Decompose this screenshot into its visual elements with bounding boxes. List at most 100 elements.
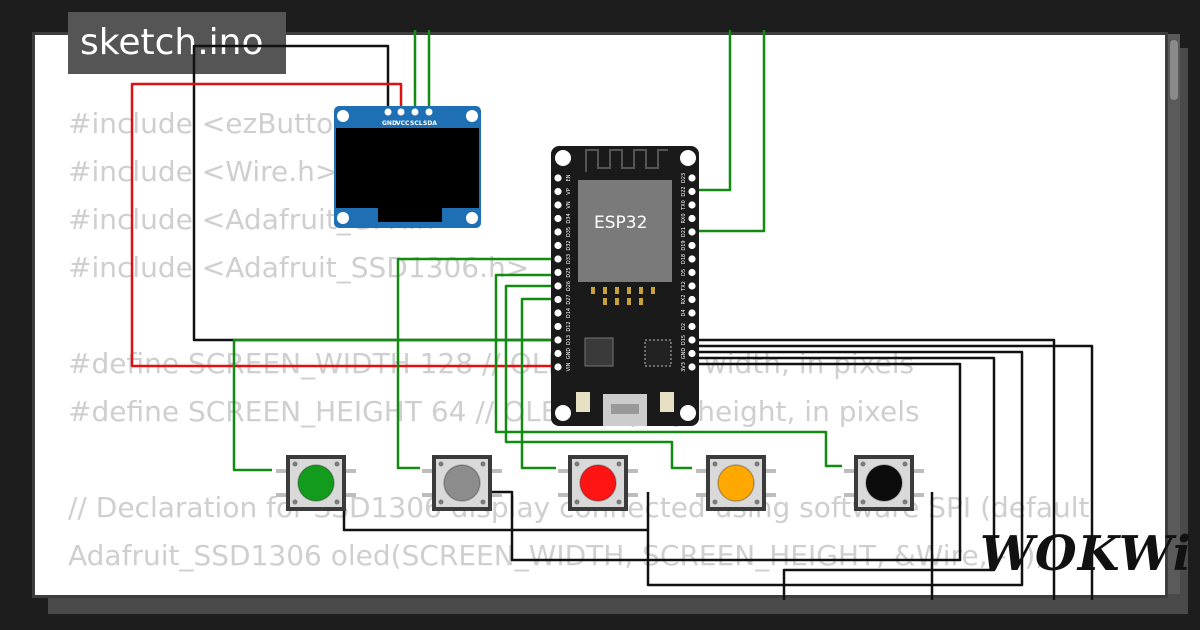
esp32-right-pins: D23D22TX0RX0D21D19D18D5TX2RX2D4D2D15GND3… [681,173,696,372]
wire-gnd-c[interactable] [646,350,1024,587]
esp32-pin-d4[interactable] [688,309,696,317]
esp32-pin-d13[interactable] [554,336,562,344]
esp32-pin-label: VP [566,188,572,194]
pushbutton-gray[interactable] [422,455,502,511]
button-leg [912,469,924,473]
oled-pin-vcc[interactable] [397,108,405,116]
esp32-pin-vn[interactable] [554,201,562,209]
esp32-pin-label: GND [681,348,687,360]
mount-hole [555,150,571,166]
esp32-pin-d5[interactable] [688,268,696,277]
button-rivet [712,499,718,505]
pushbuttons [276,455,924,511]
esp32-pin-label: D5 [681,269,687,276]
boot-button[interactable] [576,392,590,412]
oled-pin-scl[interactable] [411,108,419,116]
wire-d22[interactable] [692,30,732,192]
button-rivet [902,499,908,505]
wire-btn-red[interactable] [520,297,556,470]
wire-gnd-a[interactable] [692,338,1056,600]
oled-pin-sda[interactable] [425,108,433,116]
pushbutton-green[interactable] [276,455,356,511]
esp32-pin-label: D27 [566,294,572,304]
wire-btn-orange[interactable] [504,284,692,470]
esp32-pin-d34[interactable] [554,214,562,223]
button-cap-green[interactable] [297,464,335,502]
mount-hole [555,405,571,421]
esp32-pin-d26[interactable] [554,282,562,290]
esp32-pin-d25[interactable] [554,268,562,277]
esp32-pin-tx0[interactable] [688,201,696,209]
oled-display[interactable]: GND VCC SCL SDA [334,106,481,228]
esp32-module [578,180,672,282]
button-rivet [754,461,760,467]
esp32-pin-label: VIN [566,362,572,371]
button-rivet [860,499,866,505]
button-rivet [616,461,622,467]
esp32-pin-d14[interactable] [554,309,562,317]
esp32-pin-d33[interactable] [554,255,562,263]
wire-gnd-e[interactable] [485,362,962,562]
esp32-pin-label: D25 [566,267,572,277]
button-cap-orange[interactable] [717,464,755,502]
button-leg [422,469,434,473]
esp32-pin-d23[interactable] [688,174,696,182]
mount-hole [337,110,349,122]
esp32-pin-label: D18 [681,254,687,264]
button-leg [490,493,502,497]
scrollbar-thumb[interactable] [1170,40,1178,100]
esp32-pin-d27[interactable] [554,295,562,304]
esp32-pin-en[interactable] [554,174,562,182]
pushbutton-black[interactable] [844,455,924,511]
wire-gnd-b[interactable] [692,344,1094,600]
button-leg [844,493,856,497]
esp32-pin-label: D21 [681,227,687,237]
esp32-pin-rx2[interactable] [688,295,696,304]
esp32-pin-d18[interactable] [688,255,696,263]
wire-gnd-d[interactable] [692,356,996,600]
wire-d21[interactable] [692,30,766,233]
esp32-pin-d32[interactable] [554,241,562,250]
file-tab-sketch[interactable]: sketch.ino [68,12,286,74]
esp32-pin-d35[interactable] [554,228,562,236]
esp32-pin-d15[interactable] [688,336,696,344]
esp32-pin-d21[interactable] [688,228,696,236]
button-cap-black[interactable] [865,464,903,502]
pushbutton-red[interactable] [558,455,638,511]
wire-btn-black[interactable] [494,273,842,468]
button-rivet [480,499,486,505]
esp32-board[interactable]: ESP32 ENVPVND34D35D32D33D25D26D27D14D12D… [551,146,699,426]
button-rivet [860,461,866,467]
button-rivet [574,461,580,467]
editor-scrollbar[interactable] [1168,34,1180,594]
button-rivet [334,461,340,467]
esp32-pin-d22[interactable] [688,187,696,196]
esp32-pin-vin[interactable] [554,363,562,371]
button-rivet [480,461,486,467]
wire-oled-vcc[interactable] [130,82,556,368]
wire-btn-green[interactable] [232,338,556,472]
oled-pin-gnd[interactable] [384,108,392,116]
esp32-pin-rx0[interactable] [688,214,696,223]
esp32-pin-tx2[interactable] [688,282,696,290]
oled-pin-label: SCL [410,120,423,127]
esp32-pin-label: D22 [681,186,687,196]
button-cap-gray[interactable] [443,464,481,502]
button-cap-red[interactable] [579,464,617,502]
button-rivet [292,461,298,467]
button-leg [764,469,776,473]
esp32-pin-d2[interactable] [688,322,696,331]
pushbutton-orange[interactable] [696,455,776,511]
mount-hole [680,150,696,166]
esp32-label: ESP32 [594,213,647,233]
esp32-pin-d12[interactable] [554,322,562,331]
wire-btn-gray[interactable] [396,257,556,470]
button-rivet [438,461,444,467]
esp32-pin-d19[interactable] [688,241,696,250]
esp32-pin-gnd[interactable] [554,349,562,358]
esp32-pin-vp[interactable] [554,187,562,196]
oled-pin-label: VCC [396,120,410,127]
en-button[interactable] [660,392,674,412]
esp32-pin-gnd[interactable] [688,349,696,358]
esp32-pin-3v3[interactable] [688,363,696,371]
